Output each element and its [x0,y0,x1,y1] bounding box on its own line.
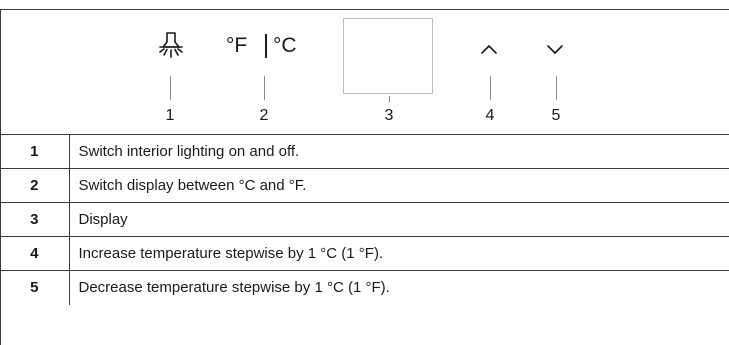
callout-number-4: 4 [485,107,495,124]
legend-number: 1 [0,134,70,169]
legend-row: 3 Display [0,202,729,237]
callout-number-3: 3 [384,107,394,124]
callout-line-4 [490,76,491,100]
legend-number: 4 [0,236,70,271]
legend-description: Increase temperature stepwise by 1 °C (1… [69,236,729,271]
temperature-display [343,18,433,94]
chevron-down-icon[interactable] [546,43,564,55]
callout-line-3 [389,96,390,102]
unit-separator [265,34,267,58]
legend-table: 1 Switch interior lighting on and off. 2… [0,134,729,305]
legend-description: Switch display between °C and °F. [69,168,729,203]
callout-number-1: 1 [165,107,175,124]
legend-row: 4 Increase temperature stepwise by 1 °C … [0,236,729,271]
callout-line-1 [170,76,171,100]
legend-row: 1 Switch interior lighting on and off. [0,134,729,169]
legend-row: 2 Switch display between °C and °F. [0,168,729,203]
legend-description: Decrease temperature stepwise by 1 °C (1… [69,270,729,305]
lightbulb-icon[interactable] [157,30,185,62]
legend-number: 2 [0,168,70,203]
legend-description: Switch interior lighting on and off. [69,134,729,169]
callout-line-2 [264,76,265,100]
callout-line-5 [556,76,557,100]
legend-row: 5 Decrease temperature stepwise by 1 °C … [0,270,729,305]
legend-description: Display [69,202,729,237]
callout-number-5: 5 [551,107,561,124]
chevron-up-icon[interactable] [480,43,498,55]
frame-top-line [0,9,729,10]
celsius-label[interactable]: °C [273,34,297,57]
fahrenheit-label[interactable]: °F [226,34,248,57]
callout-number-2: 2 [259,107,269,124]
legend-number: 5 [0,270,70,305]
control-panel: °F °C 1 2 3 4 5 [0,10,729,134]
legend-number: 3 [0,202,70,237]
